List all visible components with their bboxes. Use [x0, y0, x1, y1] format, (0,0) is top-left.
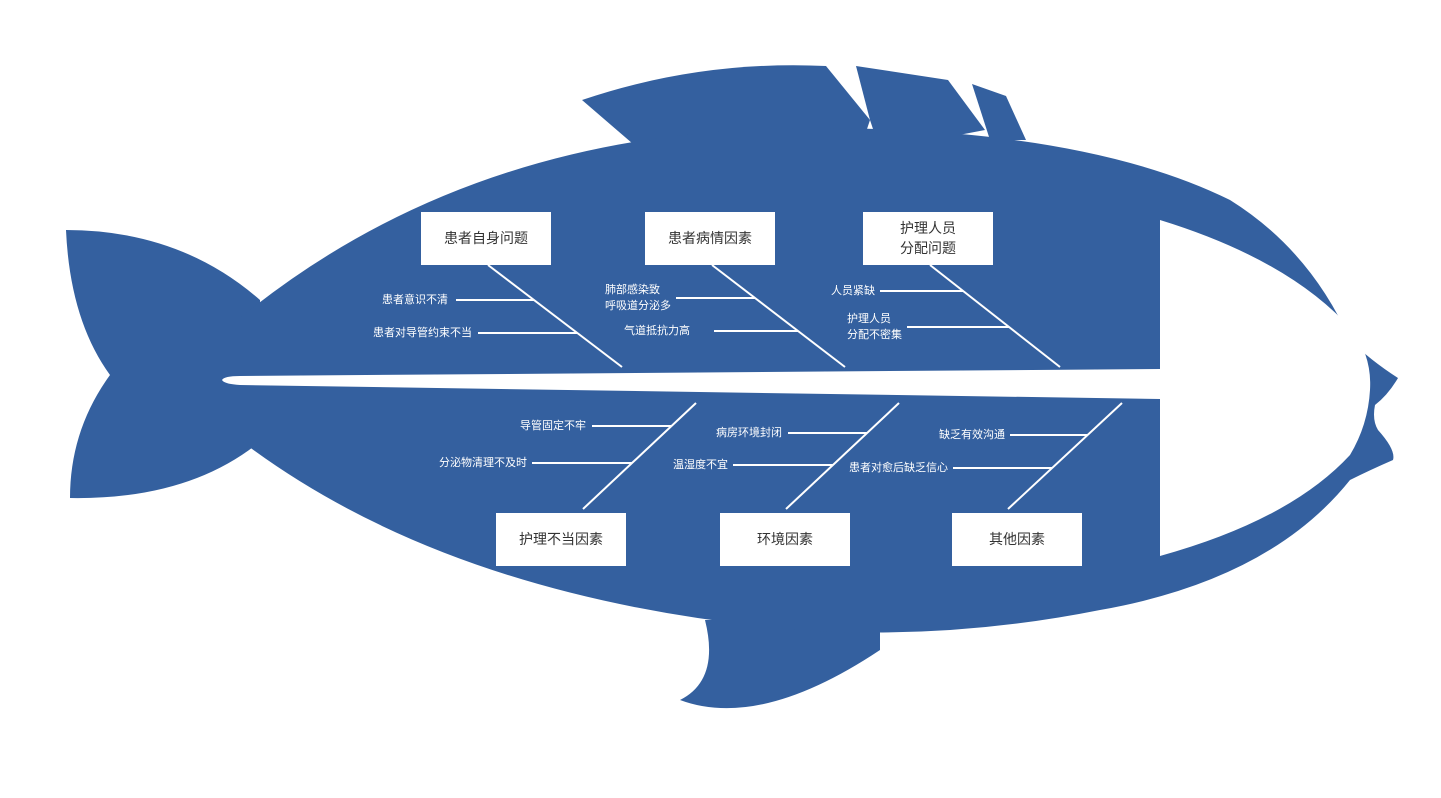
top-cause-1-2: 患者对导管约束不当 — [373, 326, 472, 339]
bottom-cause-3-2: 患者对愈后缺乏信心 — [849, 461, 948, 474]
top-cause-3-2: 护理人员 分配不密集 — [847, 312, 902, 341]
bottom-cause-1-1: 导管固定不牢 — [520, 419, 586, 432]
top-cause-3-1: 人员紧缺 — [831, 284, 875, 297]
bones-layer — [456, 264, 1123, 510]
bottom-main-bone-3 — [1007, 402, 1123, 510]
top-cause-2-1: 肺部感染致 呼吸道分泌多 — [605, 283, 671, 312]
bottom-cause-3-1: 缺乏有效沟通 — [939, 428, 1005, 441]
bottom-main-bone-2 — [785, 402, 900, 510]
bottom-category-box-1: 护理不当因素 — [496, 513, 626, 566]
bottom-cause-2-1: 病房环境封闭 — [716, 426, 782, 439]
top-cause-2-2: 气道抵抗力高 — [624, 324, 690, 337]
fish-eye — [1194, 360, 1250, 416]
dorsal-fin-3 — [972, 84, 1026, 140]
top-main-bone-3 — [929, 264, 1061, 368]
tail-fin — [66, 230, 262, 499]
dorsal-fin-2 — [856, 66, 985, 150]
bottom-cause-1-2: 分泌物清理不及时 — [439, 456, 527, 469]
bottom-cause-2-2: 温湿度不宜 — [673, 458, 728, 471]
top-main-bone-2 — [711, 264, 846, 368]
top-category-box-2: 患者病情因素 — [645, 212, 775, 265]
fish-head — [1160, 220, 1371, 556]
top-main-bone-1 — [487, 264, 623, 368]
bottom-category-box-3: 其他因素 — [952, 513, 1082, 566]
top-category-box-3: 护理人员 分配问题 — [863, 212, 993, 265]
top-category-box-1: 患者自身问题 — [421, 212, 551, 265]
bottom-main-bone-1 — [582, 402, 697, 510]
fish-spine — [222, 369, 1160, 399]
top-cause-1-1: 患者意识不清 — [382, 293, 448, 306]
pelvic-fin — [680, 620, 880, 709]
bottom-category-box-2: 环境因素 — [720, 513, 850, 566]
